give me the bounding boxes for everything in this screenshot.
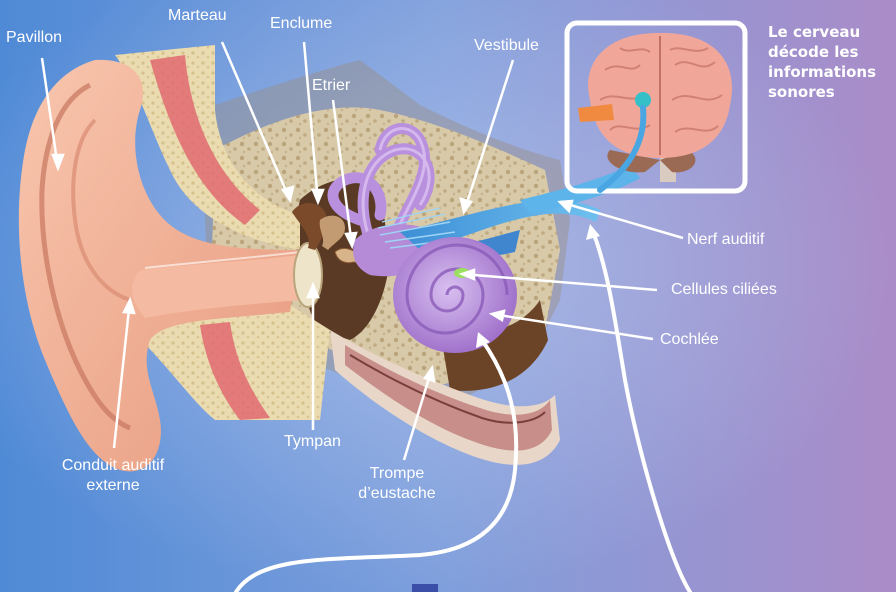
brain-caption-line1: Le cerveau xyxy=(768,22,892,42)
label-conduit-auditif-externe: Conduit auditif externe xyxy=(40,456,186,496)
label-marteau: Marteau xyxy=(168,6,227,26)
label-tympan: Tympan xyxy=(284,432,341,452)
label-cochlee: Cochlée xyxy=(660,330,719,350)
brain-caption-line2: décode les xyxy=(768,42,892,62)
label-conduit-line1: Conduit auditif xyxy=(40,456,186,476)
label-vestibule: Vestibule xyxy=(474,36,539,56)
label-nerf-auditif: Nerf auditif xyxy=(687,230,764,250)
cochlea xyxy=(393,237,517,353)
label-conduit-line2: externe xyxy=(40,476,186,496)
brain-caption-line3: informations xyxy=(768,62,892,82)
label-etrier: Etrier xyxy=(312,76,350,96)
label-enclume: Enclume xyxy=(270,14,332,34)
label-trompe-line1: Trompe xyxy=(342,464,452,484)
label-cellules-ciliees: Cellules ciliées xyxy=(671,280,777,300)
brain-caption: Le cerveau décode les informations sonor… xyxy=(768,22,892,102)
label-pavillon: Pavillon xyxy=(6,28,62,48)
label-trompe-line2: d’eustache xyxy=(342,484,452,504)
label-trompe-eustache: Trompe d’eustache xyxy=(342,464,452,504)
brain-caption-line4: sonores xyxy=(768,82,892,102)
